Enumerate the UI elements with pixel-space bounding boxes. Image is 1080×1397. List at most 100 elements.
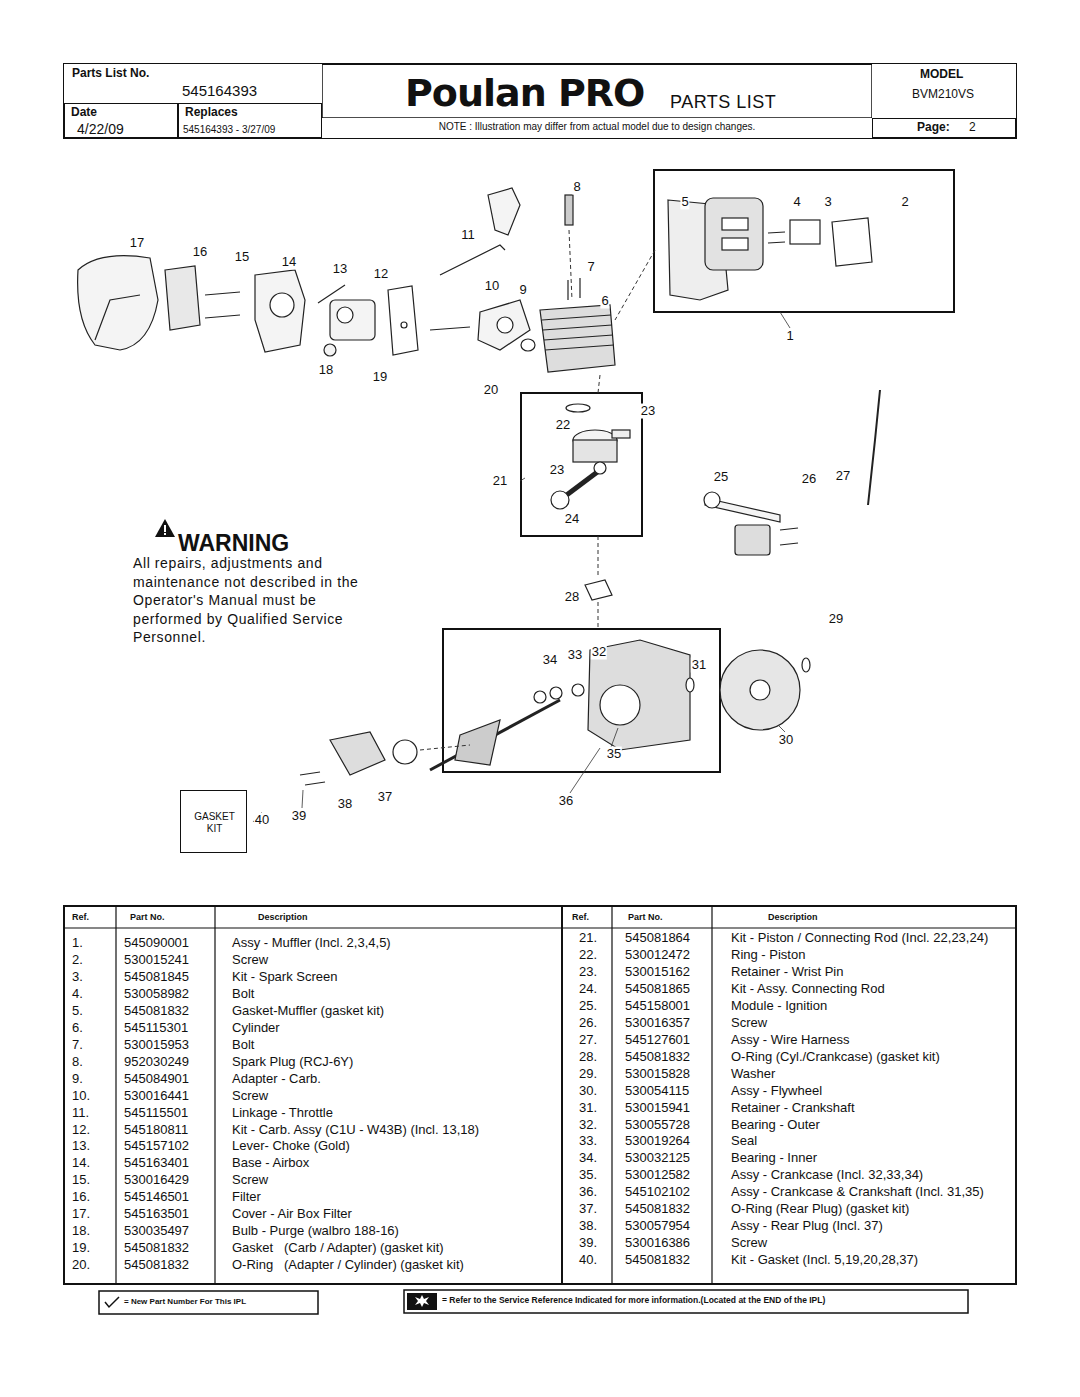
table-cell: 30.: [579, 1084, 597, 1099]
table-cell: Assy - Rear Plug (Incl. 37): [731, 1219, 883, 1234]
callout-number: 29: [828, 612, 844, 627]
table-cell: Bolt: [232, 1038, 254, 1053]
table-header: Ref.: [572, 912, 589, 922]
callout-number: 22: [555, 418, 571, 433]
table-cell: 22.: [579, 948, 597, 963]
table-cell: 530015162: [625, 965, 690, 980]
cell-text: 545164393: [182, 82, 257, 99]
table-cell: Assy - Crankcase (Incl. 32,33,34): [731, 1168, 923, 1183]
table-cell: 38.: [579, 1219, 597, 1234]
table-cell: 545157102: [124, 1139, 189, 1154]
page-title: PARTS LIST: [670, 92, 776, 113]
table-cell: 40.: [579, 1253, 597, 1268]
cell-text: 545164393 - 3/27/09: [183, 124, 275, 136]
header-cell: NOTE : Illustration may differ from actu…: [322, 118, 872, 138]
callout-number: 10: [484, 279, 500, 294]
table-cell: 545180811: [124, 1123, 188, 1138]
callout-number: 13: [332, 262, 348, 277]
table-cell: 33.: [579, 1134, 597, 1149]
cell-text: Date: [71, 106, 97, 120]
legend-text: = New Part Number For This IPL: [124, 1297, 246, 1306]
table-cell: Cover - Air Box Filter: [232, 1207, 352, 1222]
table-cell: Bearing - Inner: [731, 1151, 817, 1166]
table-cell: Washer: [731, 1067, 775, 1082]
table-cell: 545146501: [124, 1190, 189, 1205]
cell-text: Page:: [917, 121, 950, 135]
table-cell: O-Ring (Adapter / Cylinder) (gasket kit): [232, 1258, 464, 1273]
callout-number: 2: [900, 195, 909, 210]
table-cell: Gasket-Muffler (gasket kit): [232, 1004, 384, 1019]
table-cell: Filter: [232, 1190, 261, 1205]
table-cell: 17.: [72, 1207, 90, 1222]
table-cell: 32.: [579, 1118, 597, 1133]
callout-number: 39: [291, 809, 307, 824]
callout-number: 26: [801, 472, 817, 487]
table-cell: 530015241: [124, 953, 189, 968]
table-cell: Assy - Crankcase & Crankshaft (Incl. 31,…: [731, 1185, 984, 1200]
header-cell: Page:2: [872, 118, 1016, 138]
table-cell: Assy - Muffler (Incl. 2,3,4,5): [232, 936, 391, 951]
table-cell: 545127601: [625, 1033, 690, 1048]
callout-number: 16: [192, 245, 208, 260]
table-cell: Bolt: [232, 987, 254, 1002]
table-cell: 952030249: [124, 1055, 189, 1070]
callout-number: 36: [558, 794, 574, 809]
kit-box: GASKET KIT: [180, 790, 247, 853]
callout-number: 15: [234, 250, 250, 265]
table-cell: 545081832: [124, 1258, 189, 1273]
callout-number: 35: [606, 747, 622, 762]
table-cell: Spark Plug (RCJ-6Y): [232, 1055, 353, 1070]
table-cell: 530015828: [625, 1067, 690, 1082]
table-header: Ref.: [72, 912, 89, 922]
cell-text: MODEL: [920, 68, 963, 82]
warning-heading: WARNING: [178, 530, 289, 556]
table-cell: Screw: [232, 1173, 268, 1188]
callout-number: 24: [564, 512, 580, 527]
table-cell: 530054115: [625, 1084, 689, 1099]
callout-number: 20: [483, 383, 499, 398]
table-cell: 545081832: [124, 1241, 189, 1256]
legend-text: = Refer to the Service Reference Indicat…: [442, 1296, 825, 1306]
table-cell: 545115301: [124, 1021, 188, 1036]
table-cell: 545081832: [625, 1253, 690, 1268]
table-cell: Assy - Flywheel: [731, 1084, 822, 1099]
table-cell: 31.: [579, 1101, 597, 1116]
table-cell: 545081864: [625, 931, 690, 946]
table-cell: 530019264: [625, 1134, 690, 1149]
table-cell: Ring - Piston: [731, 948, 805, 963]
cell-text: Parts List No.: [72, 67, 149, 81]
header-cell: Parts List No. 545164393: [64, 64, 322, 103]
table-cell: 530035497: [124, 1224, 189, 1239]
table-cell: Kit - Piston / Connecting Rod (Incl. 22,…: [731, 931, 988, 946]
table-cell: 2.: [72, 953, 83, 968]
table-cell: 3.: [72, 970, 83, 985]
callout-number: 1: [785, 329, 794, 344]
table-cell: 37.: [579, 1202, 597, 1217]
table-cell: 16.: [72, 1190, 90, 1205]
table-cell: 530012472: [625, 948, 690, 963]
callout-number: 30: [778, 733, 794, 748]
cell-text: NOTE : Illustration may differ from actu…: [322, 121, 872, 133]
table-cell: 27.: [579, 1033, 597, 1048]
table-cell: Kit - Spark Screen: [232, 970, 338, 985]
table-cell: Lever- Choke (Gold): [232, 1139, 350, 1154]
table-cell: O-Ring (Cyl./Crankcase) (gasket kit): [731, 1050, 940, 1065]
cell-text: Replaces: [185, 106, 238, 120]
table-header: Description: [768, 912, 818, 922]
header-cell: Replaces 545164393 - 3/27/09: [178, 103, 322, 138]
table-cell: 13.: [72, 1139, 90, 1154]
callout-number: 9: [518, 283, 527, 298]
warning-text: All repairs, adjustments and maintenance…: [133, 554, 381, 647]
table-cell: 530032125: [625, 1151, 690, 1166]
table-cell: 29.: [579, 1067, 597, 1082]
callout-number: 8: [572, 180, 581, 195]
table-cell: 15.: [72, 1173, 90, 1188]
table-cell: 11.: [72, 1106, 89, 1121]
callout-number: 23: [549, 463, 565, 478]
table-cell: 545081845: [124, 970, 189, 985]
table-cell: 19.: [72, 1241, 90, 1256]
table-cell: Retainer - Crankshaft: [731, 1101, 855, 1116]
table-cell: Seal: [731, 1134, 757, 1149]
table-cell: 530058982: [124, 987, 189, 1002]
table-cell: 8.: [72, 1055, 83, 1070]
